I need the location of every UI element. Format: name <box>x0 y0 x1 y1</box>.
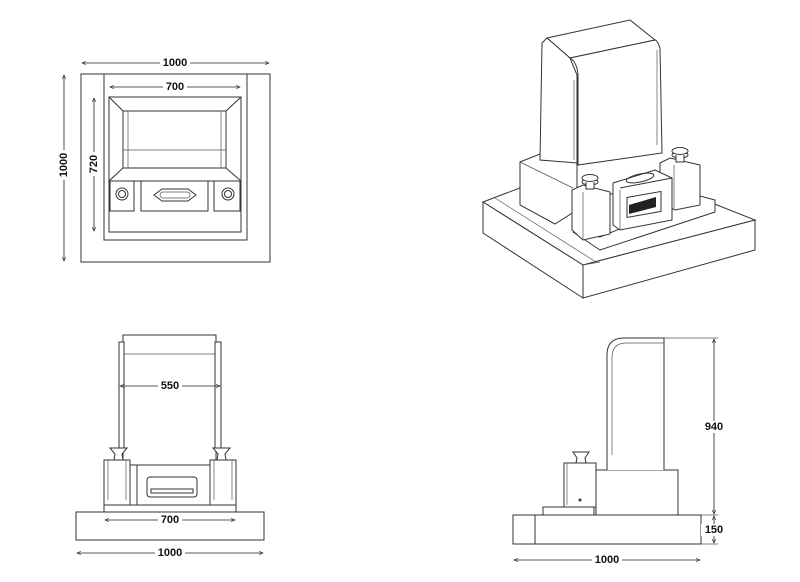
isometric-view <box>481 19 757 299</box>
base-width-dimension: 1000 <box>158 547 182 559</box>
stele <box>122 334 217 466</box>
vase-box-right <box>213 180 241 212</box>
platform-width-dimension: 700 <box>161 514 179 526</box>
stele-width-dimension: 550 <box>161 380 179 392</box>
vase-right <box>211 447 232 461</box>
stele-top <box>108 96 242 182</box>
base-outline <box>80 73 271 263</box>
incense-box <box>140 180 209 212</box>
height-dimension: 940 <box>705 421 723 433</box>
side-base-width-dimension: 1000 <box>595 554 619 566</box>
platform <box>103 504 237 513</box>
vase <box>572 451 590 464</box>
incense-box <box>612 169 673 231</box>
incense-grate <box>629 197 656 214</box>
vase-circle-icon <box>221 187 235 201</box>
base-height-dimension: 150 <box>705 524 723 536</box>
die <box>595 469 679 516</box>
top-depth-dimension: 1000 <box>58 153 70 177</box>
top-inner-width-dimension: 700 <box>166 81 184 93</box>
vase-box-left <box>571 184 611 241</box>
vase-box-left <box>109 180 135 212</box>
front-view: 550 700 1000 <box>75 334 265 559</box>
top-view: 1000 1000 700 720 <box>58 57 271 263</box>
side-view: 940 150 1000 <box>512 337 727 566</box>
top-inner-depth-dimension: 720 <box>88 155 100 173</box>
vase-left <box>108 447 129 461</box>
stele <box>606 337 665 470</box>
vase-circle-icon <box>115 187 129 201</box>
top-width-dimension: 1000 <box>163 57 187 69</box>
incense-box <box>136 464 211 506</box>
platform-outline <box>108 96 242 233</box>
vase-left <box>581 174 599 190</box>
vase-right <box>671 147 689 163</box>
base <box>512 514 702 545</box>
die-outline <box>103 74 248 241</box>
step <box>542 506 595 516</box>
